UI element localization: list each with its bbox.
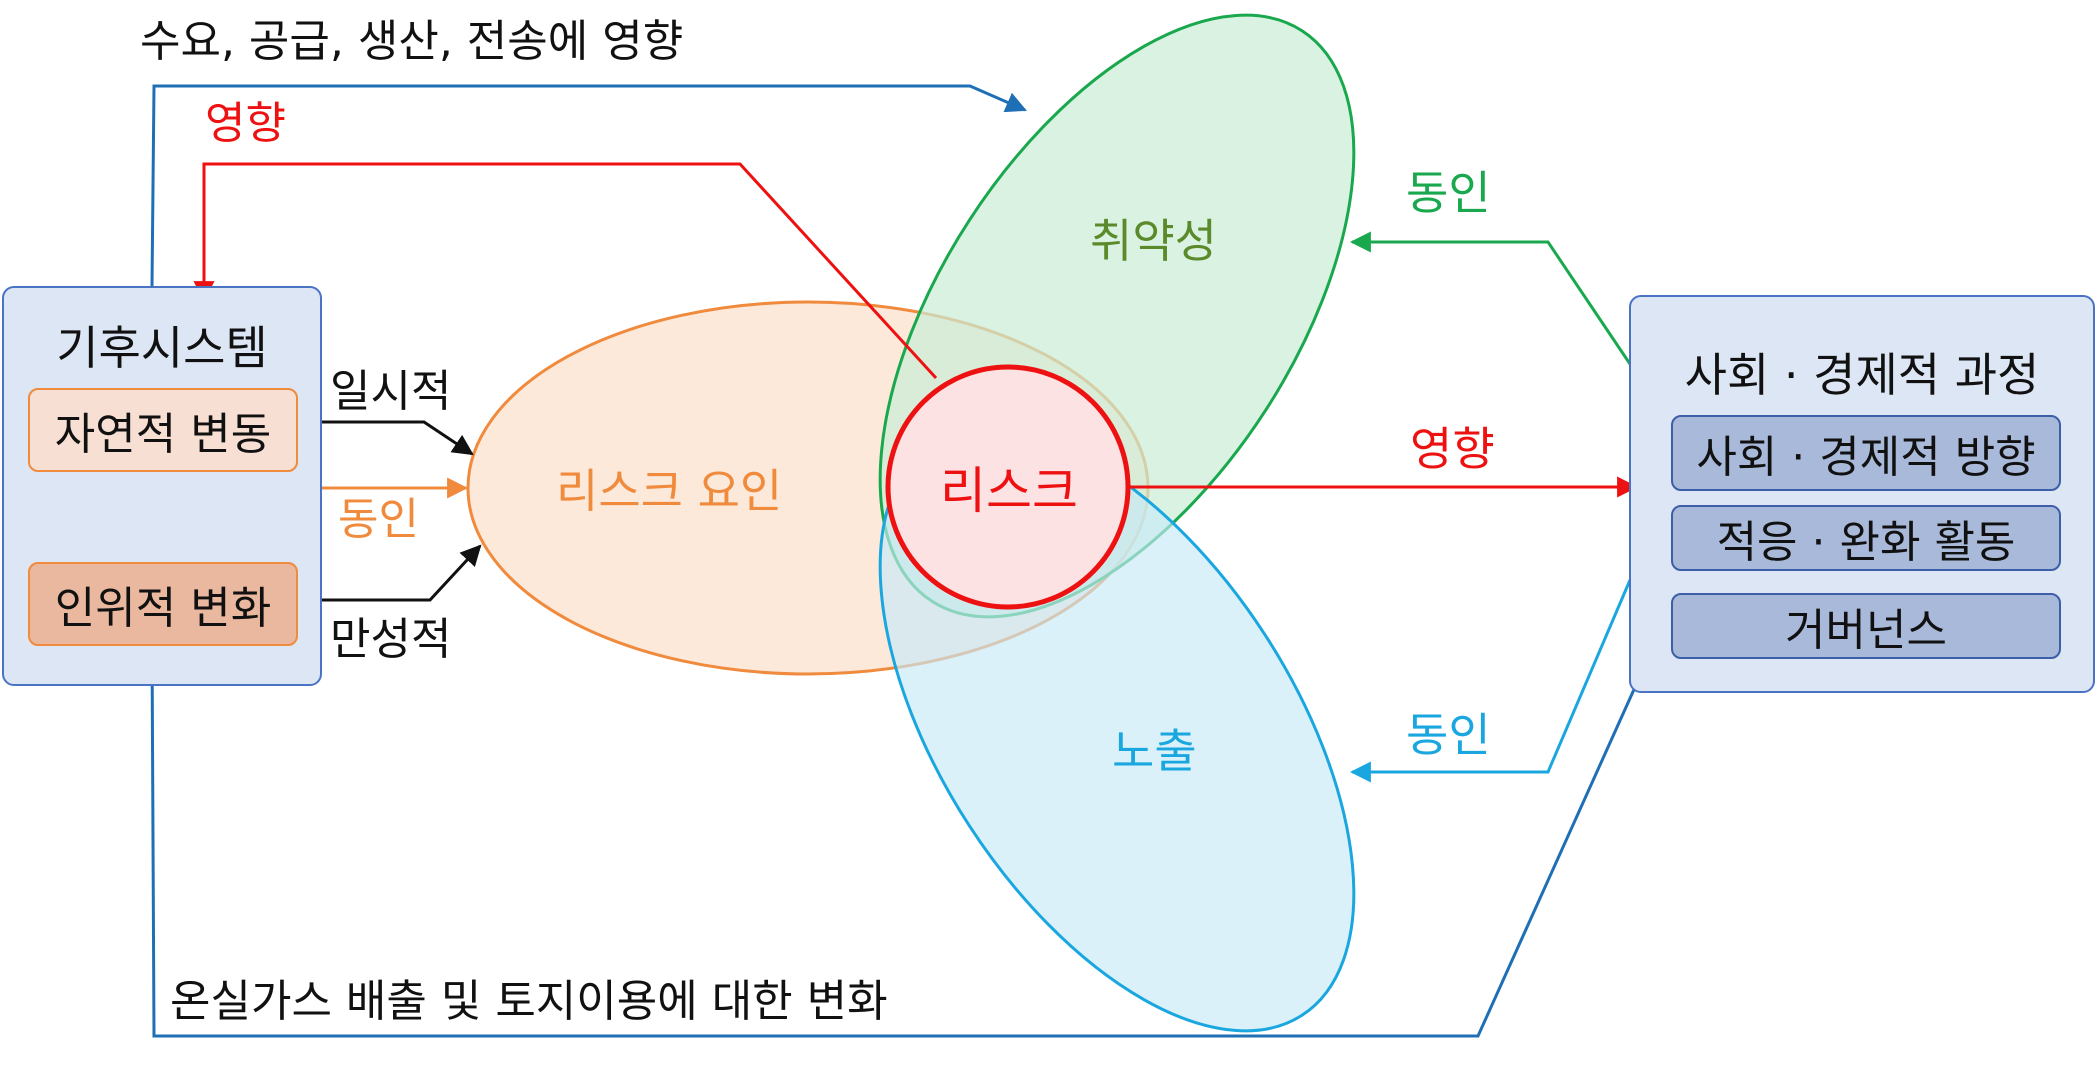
vulnerability-label: 취약성 <box>1090 214 1217 268</box>
socioeconomic-direction-box: 사회 · 경제적 방향 <box>1671 415 2061 491</box>
chronic-arrow <box>294 544 482 602</box>
adaptation-mitigation-label: 적응 · 완화 활동 <box>1716 517 2016 568</box>
driver-green-label: 동인 <box>1406 166 1491 220</box>
anthropogenic-change-box: 인위적 변화 <box>28 562 298 646</box>
governance-label: 거버넌스 <box>1785 605 1947 656</box>
climate-system-title: 기후시스템 <box>56 321 268 375</box>
driver-exposure-arrow <box>1349 579 1632 783</box>
impact-red-label: 영향 <box>1410 422 1495 476</box>
red-top-label: 영향 <box>205 98 286 149</box>
temporary-arrow <box>294 420 474 456</box>
risk-factors-label: 리스크 요인 <box>556 464 783 518</box>
driver-orange-label: 동인 <box>338 494 419 545</box>
socioeconomic-title: 사회 · 경제적 과정 <box>1684 348 2040 402</box>
governance-box: 거버넌스 <box>1671 593 2061 659</box>
socioeconomic-box: 사회 · 경제적 과정 사회 · 경제적 방향 적응 · 완화 활동 거버넌스 <box>1629 295 2095 693</box>
natural-variation-box: 자연적 변동 <box>28 388 298 472</box>
adaptation-mitigation-box: 적응 · 완화 활동 <box>1671 505 2061 571</box>
driver-blue-label: 동인 <box>1406 708 1491 762</box>
risk-label: 리스크 <box>940 462 1078 520</box>
bottom-arrow-label: 온실가스 배출 및 토지이용에 대한 변화 <box>170 976 888 1027</box>
climate-system-box: 기후시스템 자연적 변동 인위적 변화 <box>2 286 322 686</box>
ghg-landuse-arrow <box>141 639 1638 1038</box>
demand-supply-arrow <box>150 84 1027 287</box>
top-arrow-label: 수요, 공급, 생산, 전송에 영향 <box>140 16 684 67</box>
driver-vulnerability-arrow <box>1349 231 1632 365</box>
risk-circle <box>885 364 1131 610</box>
chronic-label: 만성적 <box>330 614 452 665</box>
natural-variation-label: 자연적 변동 <box>54 409 272 460</box>
socioeconomic-direction-label: 사회 · 경제적 방향 <box>1696 432 2036 483</box>
anthropogenic-change-label: 인위적 변화 <box>54 583 272 634</box>
impact-to-climate-arrow <box>193 162 938 380</box>
temporary-label: 일시적 <box>330 366 452 417</box>
exposure-label: 노출 <box>1112 724 1197 778</box>
